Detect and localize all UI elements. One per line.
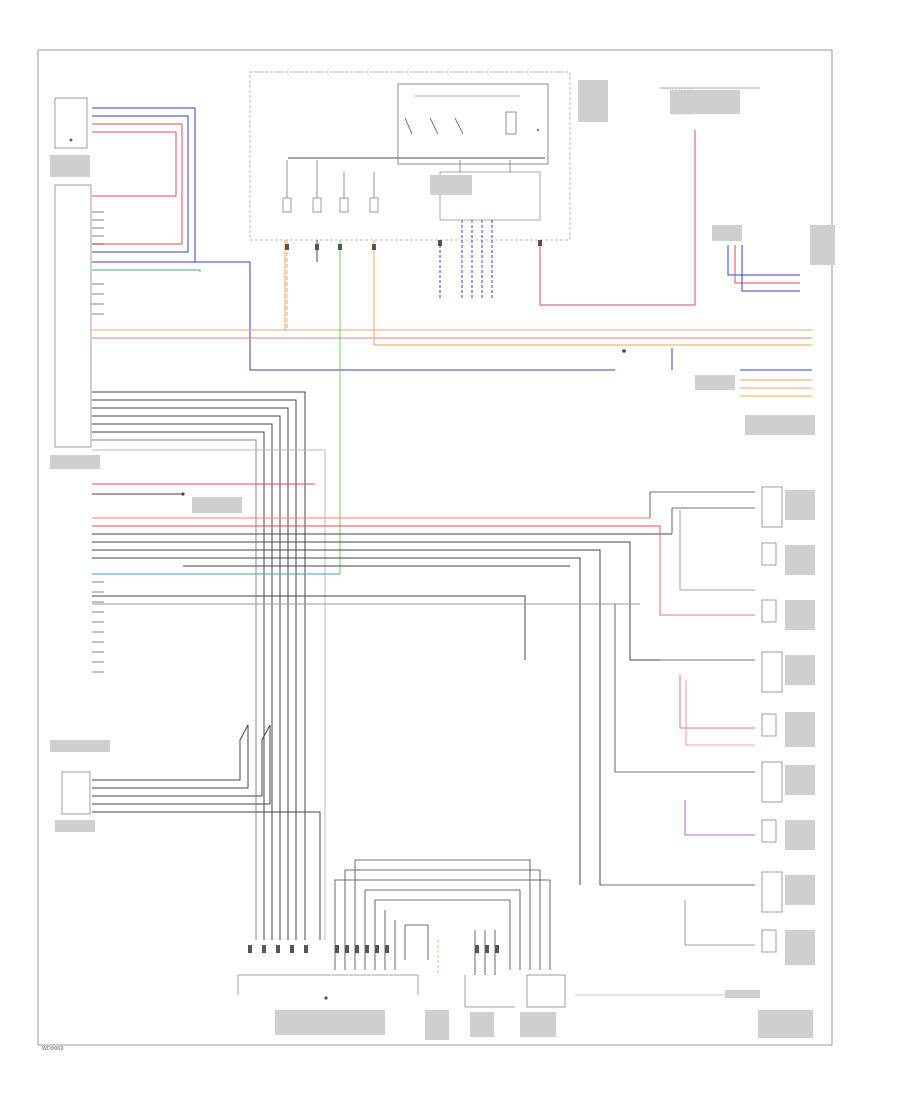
diagram-frame: [37, 49, 833, 1046]
right-upper-wires: [622, 245, 812, 397]
pin-markers: [248, 240, 542, 953]
right-components: [575, 486, 783, 996]
left-lower-connector: [61, 771, 91, 815]
fuse-outputs: [286, 130, 696, 574]
fuse-group: [282, 160, 379, 213]
wires-upper-left: [92, 107, 812, 371]
left-upper-connector: [54, 97, 92, 448]
faint-label-blocks: [50, 80, 835, 1040]
bottom-modules: [237, 859, 566, 1008]
gray-bundle: [92, 391, 326, 940]
left-pin-labels: [92, 211, 104, 673]
middle-wires: [92, 483, 672, 885]
central-electrical-box: [249, 71, 571, 241]
diagram-code: WD0069: [42, 1046, 64, 1052]
